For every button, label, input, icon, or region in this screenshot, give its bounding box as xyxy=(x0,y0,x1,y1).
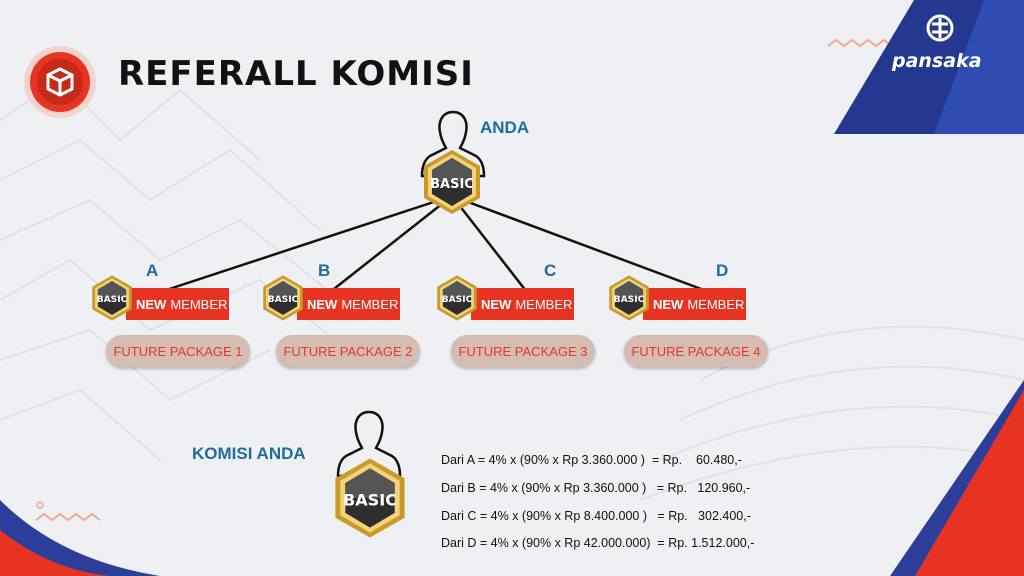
future-package-4: FUTURE PACKAGE 4 xyxy=(624,335,768,367)
member-d-letter: D xyxy=(716,261,729,280)
badge-text: BASIC xyxy=(614,294,645,305)
future-package-2: FUTURE PACKAGE 2 xyxy=(276,335,420,367)
member-a-letter: A xyxy=(146,261,159,280)
box-icon xyxy=(24,46,96,118)
member-c-letter: C xyxy=(544,261,557,280)
page-title: REFERALL KOMISI xyxy=(118,54,474,94)
future-package-1: FUTURE PACKAGE 1 xyxy=(106,335,250,367)
brand-name: pansaka xyxy=(892,50,982,72)
new-text: NEW xyxy=(307,296,338,312)
komisi-line-c: Dari C = 4% x (90% x Rp 8.400.000 ) = Rp… xyxy=(441,509,751,523)
komisi-line-d: Dari D = 4% x (90% x Rp 42.000.000) = Rp… xyxy=(441,536,755,550)
member-text: MEMBER xyxy=(687,296,745,312)
basic-badge: BASIC xyxy=(335,458,405,538)
basic-badge: BASIC xyxy=(424,150,480,214)
badge-text: BASIC xyxy=(343,490,397,509)
new-text: NEW xyxy=(653,296,684,312)
basic-badge: BASIC xyxy=(437,275,477,321)
badge-text: BASIC xyxy=(430,177,474,192)
basic-badge: BASIC xyxy=(92,275,132,321)
brand-logo-background xyxy=(834,0,1024,134)
badge-text: BASIC xyxy=(442,294,473,305)
badge-text: BASIC xyxy=(268,294,299,305)
komisi-line-a: Dari A = 4% x (90% x Rp 3.360.000 ) = Rp… xyxy=(441,453,742,467)
anda-label: ANDA xyxy=(480,118,530,137)
new-text: NEW xyxy=(136,296,167,312)
basic-badge: BASIC xyxy=(263,275,303,321)
komisi-label: KOMISI ANDA xyxy=(192,444,306,463)
badge-text: BASIC xyxy=(97,294,128,305)
corner-decoration xyxy=(890,380,1024,576)
komisi-line-b: Dari B = 4% x (90% x Rp 3.360.000 ) = Rp… xyxy=(441,481,751,495)
member-b-letter: B xyxy=(318,261,331,280)
member-text: MEMBER xyxy=(170,296,228,312)
member-text: MEMBER xyxy=(515,296,573,312)
future-package-3: FUTURE PACKAGE 3 xyxy=(451,335,595,367)
new-text: NEW xyxy=(481,296,512,312)
basic-badge: BASIC xyxy=(609,275,649,321)
member-text: MEMBER xyxy=(341,296,399,312)
